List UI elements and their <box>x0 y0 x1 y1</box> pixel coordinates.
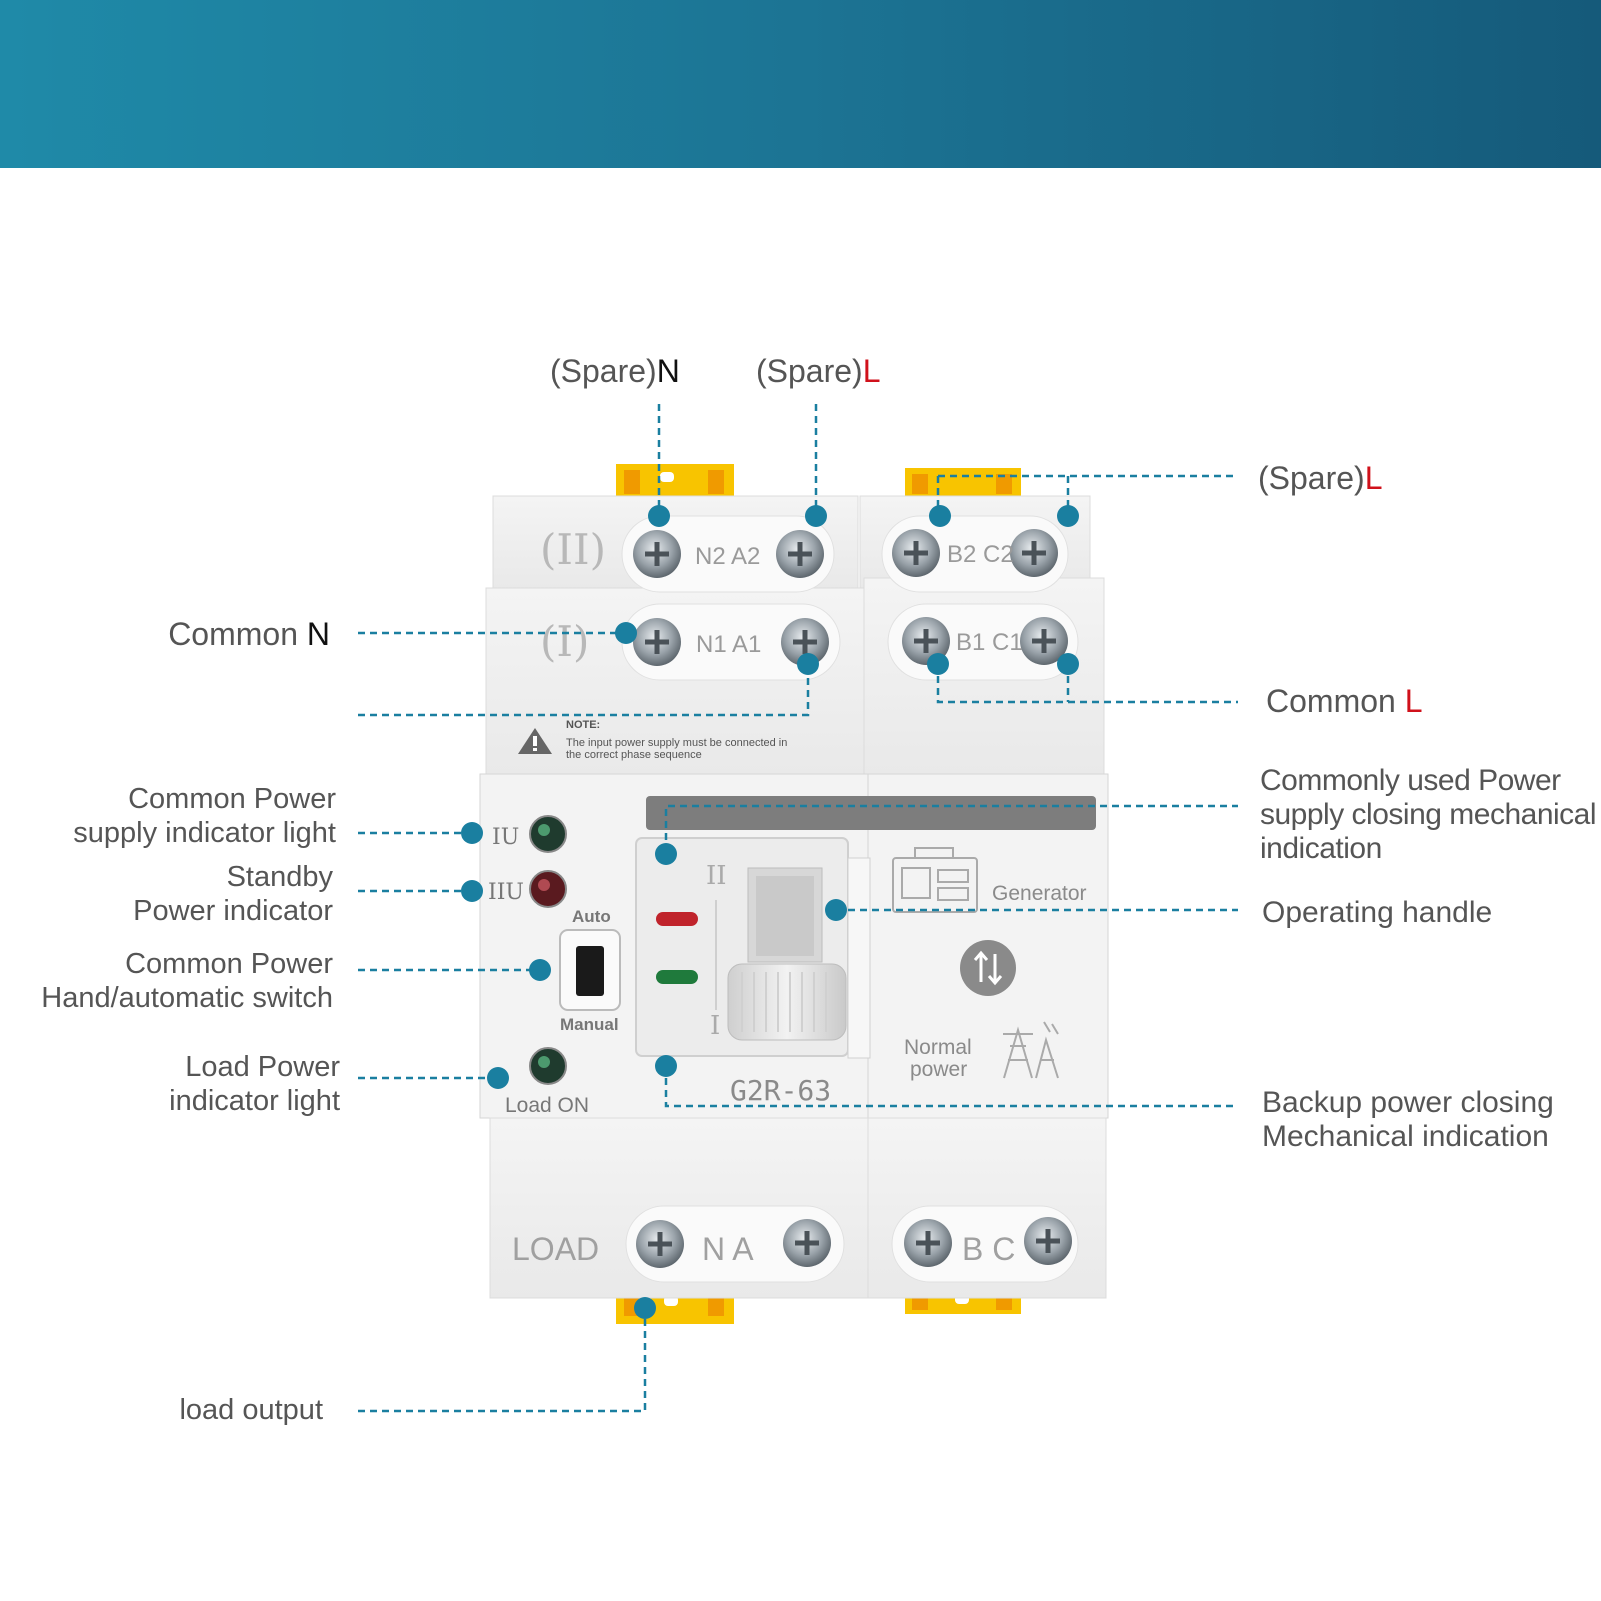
iu-label: IU <box>492 825 519 850</box>
din-clip-top-right <box>905 468 1021 498</box>
note-title: NOTE: <box>566 719 600 731</box>
manual-label: Manual <box>560 1015 619 1034</box>
standby-indicator-label: Standby Power indicator <box>133 861 333 927</box>
generator-label: Generator <box>992 882 1087 905</box>
spare-n-label: (Spare)N <box>550 353 680 389</box>
handle-mark-ii: II <box>706 861 727 891</box>
terminal-label-na: N A <box>702 1231 754 1267</box>
common-n-label: Common N <box>168 616 330 652</box>
normal-power-label-line-1: Normal <box>904 1036 972 1059</box>
commonly-used-closing-label: Commonly used Power supply closing mecha… <box>1260 764 1597 865</box>
operating-handle[interactable] <box>727 963 847 1041</box>
red-closing-indicator <box>656 912 698 926</box>
terminal-label-n2a2: N2 A2 <box>695 543 760 570</box>
note-text-line-1: The input power supply must be connected… <box>566 737 787 749</box>
warning-icon <box>518 728 552 754</box>
transfer-arrows-icon <box>960 940 1016 996</box>
terminal-label-b2c2: B2 C2 <box>947 541 1014 568</box>
note-text-line-2: the correct phase sequence <box>566 749 702 761</box>
terminal-label-n1a1: N1 A1 <box>696 631 761 658</box>
terminal-label-bc: B C <box>962 1231 1015 1267</box>
spare-l-label-right: (Spare)L <box>1258 460 1383 496</box>
terminal-screw <box>904 1219 952 1267</box>
callout-lines <box>358 404 1238 1413</box>
terminal-screw <box>892 529 940 577</box>
callout-dots <box>461 505 1079 1319</box>
backup-closing-label: Backup power closing Mechanical indicati… <box>1262 1086 1554 1153</box>
green-closing-indicator <box>656 970 698 984</box>
row-mark-i: (I) <box>540 617 589 666</box>
row-mark-ii: (II) <box>540 525 606 574</box>
terminal-screw <box>1024 1217 1072 1265</box>
operating-handle-label: Operating handle <box>1262 896 1493 929</box>
common-power-indicator-label: Common Power supply indicator light <box>73 783 336 849</box>
auto-label: Auto <box>572 907 611 926</box>
power-pylon-icon <box>1003 1021 1059 1079</box>
terminal-screw <box>776 530 824 578</box>
din-clip-top-left <box>616 464 734 498</box>
header-banner <box>0 0 1601 168</box>
terminal-screw <box>633 618 681 666</box>
load-indicator-label: Load Power indicator light <box>169 1051 340 1117</box>
handle-mark-i: I <box>710 1011 720 1041</box>
load-output-label: load output <box>179 1394 323 1426</box>
terminal-screw <box>783 1219 831 1267</box>
terminal-label-b1c1: B1 C1 <box>956 629 1023 656</box>
normal-power-label-line-2: power <box>910 1058 967 1081</box>
model-label: G2R-63 <box>730 1074 831 1107</box>
terminal-screw <box>636 1220 684 1268</box>
terminal-screw <box>1010 529 1058 577</box>
iiu-label: IIU <box>488 880 524 905</box>
generator-icon <box>892 847 978 913</box>
spare-l-label-top: (Spare)L <box>756 353 881 389</box>
common-l-label: Common L <box>1266 683 1423 719</box>
terminal-screw <box>1020 617 1068 665</box>
hand-auto-switch-label: Common Power Hand/automatic switch <box>41 948 333 1014</box>
load-on-label: Load ON <box>505 1094 589 1117</box>
terminal-screw <box>633 530 681 578</box>
terminal-screw <box>781 618 829 666</box>
bottom-load-label: LOAD <box>512 1231 599 1267</box>
